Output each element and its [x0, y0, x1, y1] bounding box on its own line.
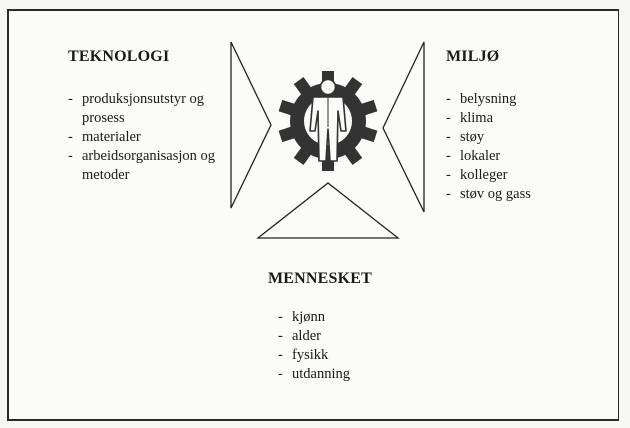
- environment-heading: MILJØ: [446, 48, 500, 65]
- human-list: -kjønn -alder -fysikk -utdanning: [278, 308, 438, 384]
- list-item: -produksjonsutstyr og prosess: [68, 91, 205, 126]
- environment-list: -belysning -klima -støy -lokaler -kolleg…: [446, 90, 596, 204]
- list-item: -støy: [446, 129, 485, 145]
- technology-section: TEKNOLOGI -produksjonsutstyr og prosess …: [68, 48, 238, 185]
- list-item: -kjønn: [278, 309, 326, 325]
- list-item: -belysning: [446, 91, 517, 107]
- person-icon: [309, 78, 347, 162]
- diagram-frame: [7, 9, 619, 421]
- environment-section: MILJØ -belysning -klima -støy -lokaler -…: [446, 48, 596, 204]
- human-section: MENNESKET -kjønn -alder -fysikk -utdanni…: [268, 270, 438, 384]
- list-item: -materialer: [68, 129, 141, 145]
- arrow-bottom-triangle: [256, 182, 400, 239]
- arrow-right-triangle: [382, 41, 425, 213]
- technology-heading: TEKNOLOGI: [68, 48, 170, 65]
- list-item: -utdanning: [278, 366, 350, 382]
- arrow-left-triangle: [230, 41, 272, 209]
- technology-list: -produksjonsutstyr og prosess -materiale…: [68, 90, 238, 185]
- list-item: -lokaler: [446, 148, 501, 164]
- list-item: -fysikk: [278, 347, 329, 363]
- list-item: -støv og gass: [446, 186, 531, 202]
- list-item: -alder: [278, 328, 321, 344]
- human-heading: MENNESKET: [268, 270, 373, 287]
- list-item: -klima: [446, 110, 494, 126]
- list-item: -kolleger: [446, 167, 508, 183]
- list-item: -arbeidsorganisasjon og metoder: [68, 148, 216, 183]
